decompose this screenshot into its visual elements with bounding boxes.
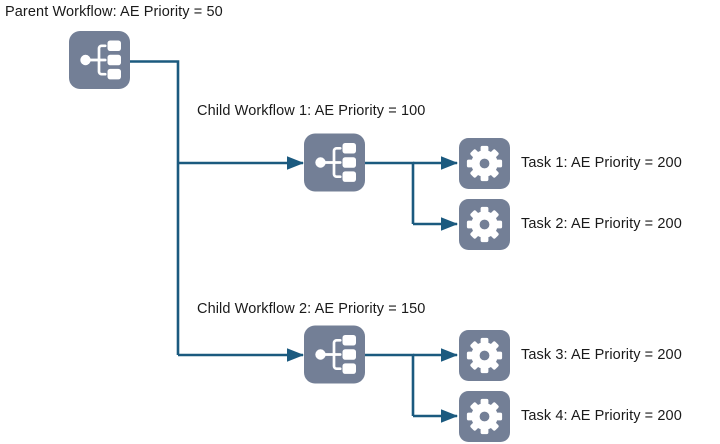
task-4-node[interactable] (459, 391, 510, 442)
child-workflow-2-label: Child Workflow 2: AE Priority = 150 (197, 301, 426, 317)
task-2-node[interactable] (459, 199, 510, 250)
task-3-node[interactable] (459, 330, 510, 381)
task-1-label: Task 1: AE Priority = 200 (521, 155, 682, 171)
gear-icon (459, 199, 510, 250)
task-1-node[interactable] (459, 138, 510, 189)
gear-icon (459, 330, 510, 381)
child-workflow-1-node[interactable] (304, 133, 365, 192)
child-workflow-1-label: Child Workflow 1: AE Priority = 100 (197, 103, 426, 119)
task-3-label: Task 3: AE Priority = 200 (521, 347, 682, 363)
workflow-icon (304, 133, 365, 192)
gear-icon (459, 138, 510, 189)
task-2-label: Task 2: AE Priority = 200 (521, 216, 682, 232)
child-workflow-2-node[interactable] (304, 325, 365, 384)
workflow-icon (304, 325, 365, 384)
workflow-icon (69, 31, 130, 89)
edge-child-2-spine (365, 353, 415, 416)
parent-workflow-label: Parent Workflow: AE Priority = 50 (5, 4, 223, 20)
task-4-label: Task 4: AE Priority = 200 (521, 408, 682, 424)
edge-parent-trunk (130, 60, 180, 355)
parent-workflow-node[interactable] (69, 31, 130, 89)
gear-icon (459, 391, 510, 442)
edge-child-1-spine (365, 161, 415, 224)
